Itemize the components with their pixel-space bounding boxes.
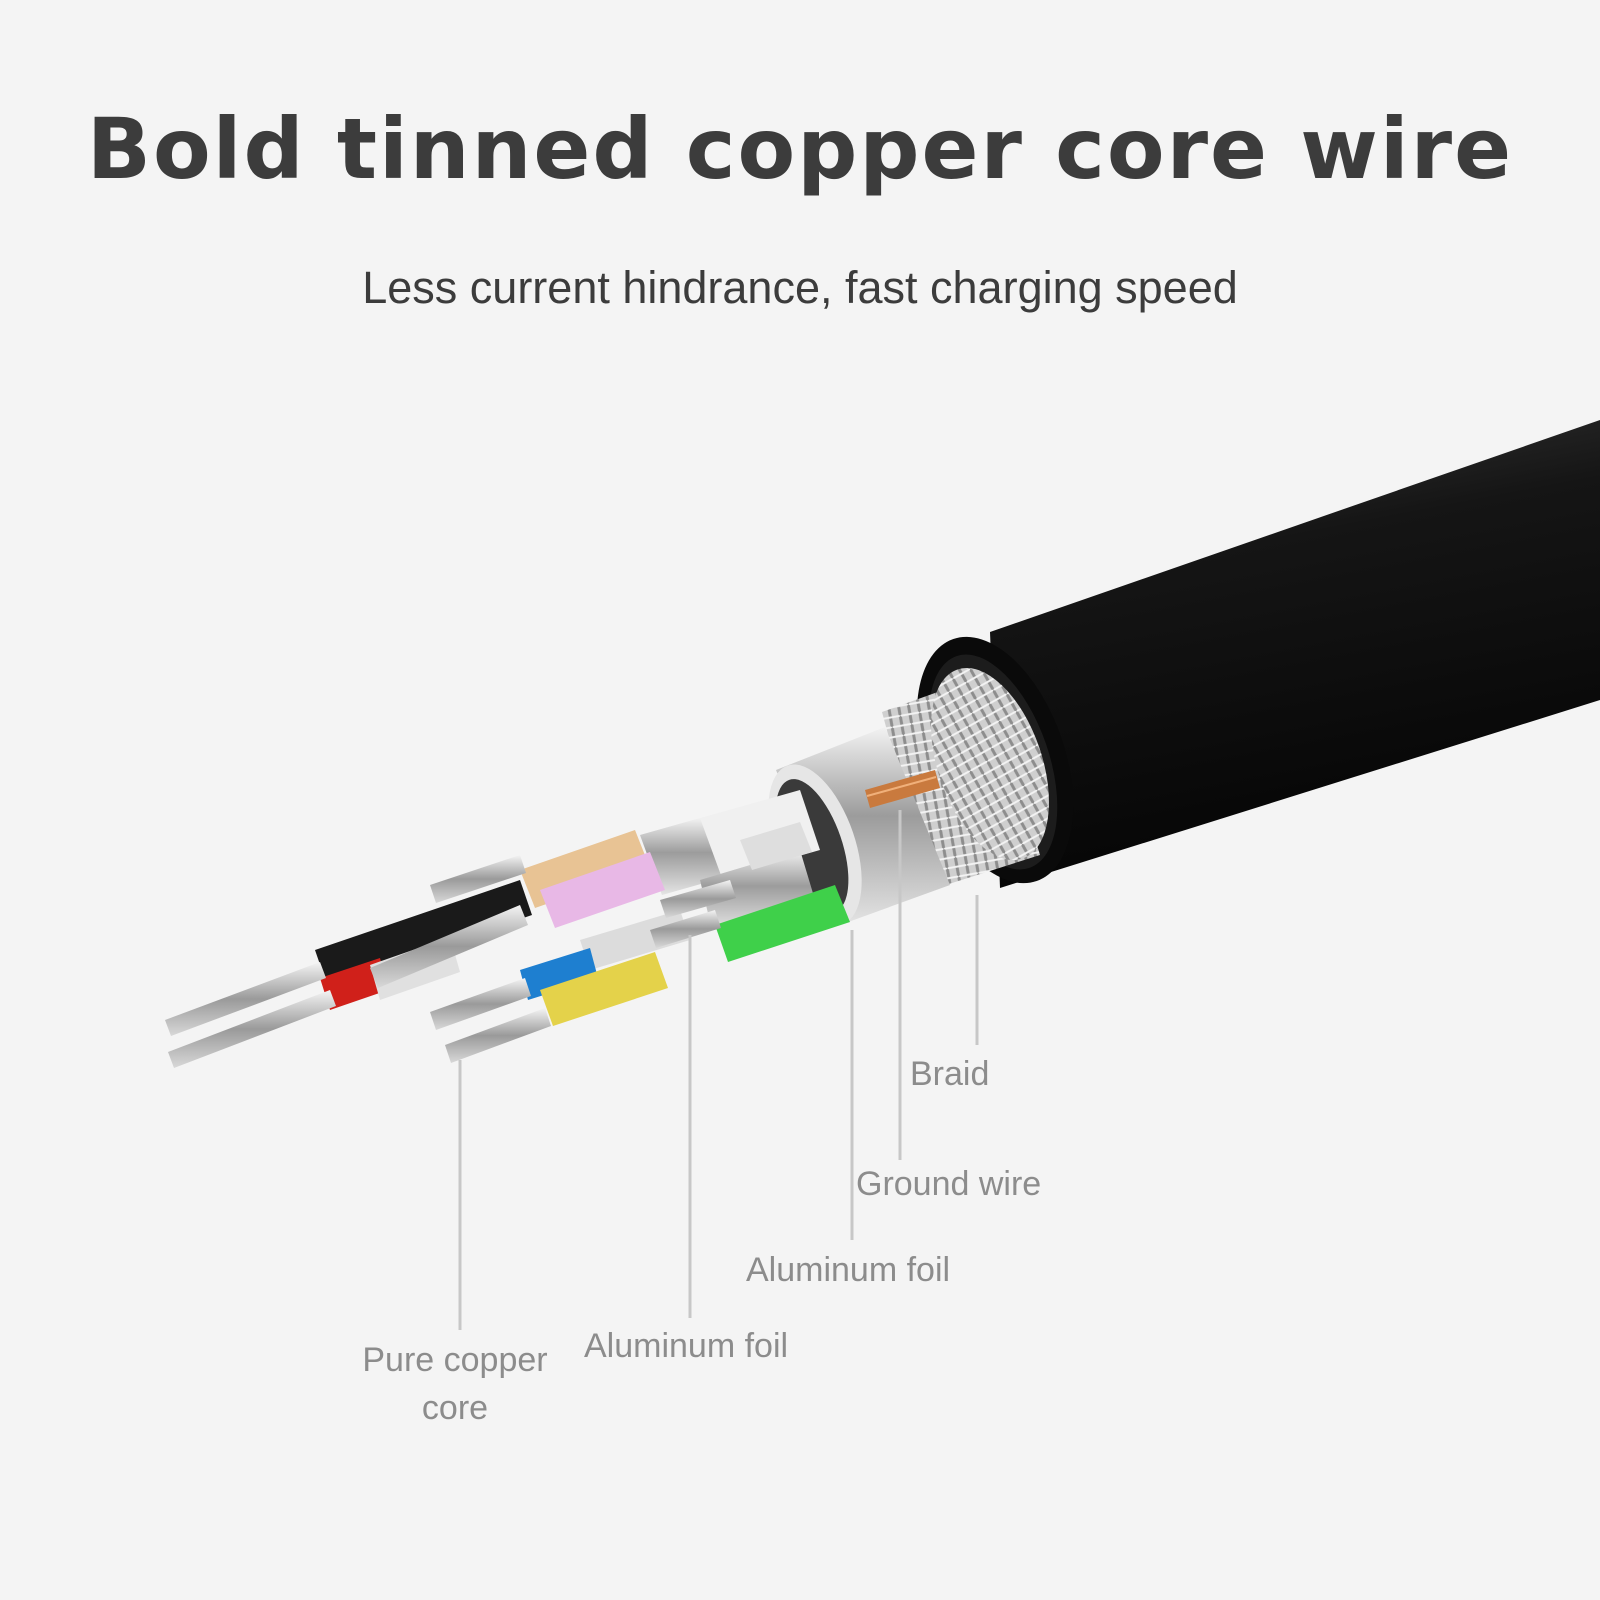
page-subtitle: Less current hindrance, fast charging sp… [362,262,1238,313]
ground-wire [865,770,940,808]
page-title: Bold tinned copper core wire [86,100,1514,198]
label-braid: Braid [910,1055,990,1093]
label-pure-copper-core-line2: core [421,1389,489,1427]
leader-lines [458,810,979,1330]
label-pure-copper-core: Pure copper core [340,1336,570,1432]
bare-conductor-strands [165,855,736,1068]
label-ground-wire: Ground wire [856,1165,1042,1203]
inner-aluminum-foil [640,790,820,895]
label-aluminum-foil-outer: Aluminum foil [746,1251,951,1289]
label-aluminum-foil-inner: Aluminum foil [584,1327,789,1365]
label-pure-copper-core-line1: Pure copper [362,1341,548,1379]
lower-wire-group [520,885,850,1026]
inner-aluminum-foil-2 [700,822,815,930]
